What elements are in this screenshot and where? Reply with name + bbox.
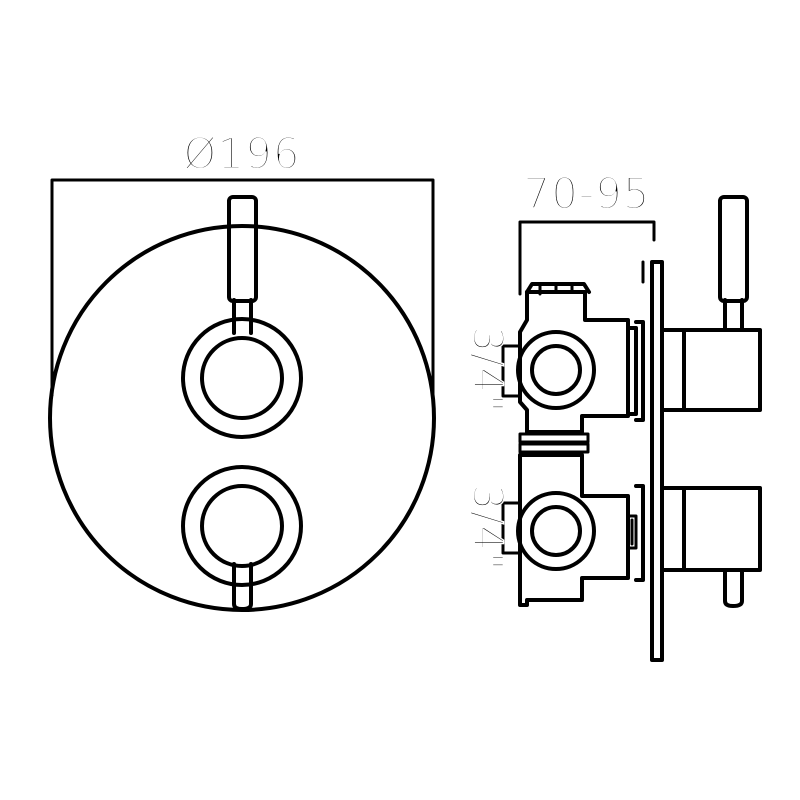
lower-body-joint [518, 442, 590, 454]
upper-inlet-outer [516, 330, 596, 410]
upper-body-outline [518, 290, 630, 434]
upper-body-joint [518, 432, 590, 444]
lower-side-lever-stem [723, 568, 744, 608]
lower-thread-label: 3/4" [464, 485, 510, 572]
upper-cartridge-collar [626, 320, 645, 422]
depth-dimension-label: 70-95 [523, 169, 650, 218]
lower-inlet-inner [530, 505, 582, 557]
upper-lever-handle [227, 195, 258, 303]
upper-valve-body [516, 195, 762, 444]
side-view: 70-95 3/4" [463, 168, 762, 662]
upper-knob-inner [200, 336, 284, 420]
upper-side-knob [660, 328, 762, 412]
lower-body-screw [626, 514, 638, 550]
upper-knob-outer [181, 317, 303, 439]
upper-control [181, 195, 303, 439]
upper-inlet-inner [530, 344, 582, 396]
lower-body-outline [518, 453, 630, 607]
side-plate [650, 260, 664, 662]
upper-body-cap [525, 282, 591, 294]
diameter-dimension-label: Ø196 [183, 129, 300, 178]
lower-thread-bracket [501, 501, 520, 555]
upper-side-lever-stem [723, 298, 744, 332]
upper-thread-bracket [501, 344, 520, 398]
lower-valve-body [516, 442, 762, 608]
front-view: Ø196 [48, 128, 436, 612]
upper-body-cap-lines [538, 282, 574, 296]
lower-control [181, 465, 303, 611]
lower-side-knob [660, 486, 762, 572]
lower-knob-outer [181, 465, 303, 587]
diameter-dimension-line [50, 178, 435, 397]
lower-knob-inner [200, 484, 284, 568]
lower-inlet-outer [516, 491, 596, 571]
upper-thread-label: 3/4" [464, 327, 510, 414]
lower-lever-stem [232, 562, 253, 611]
depth-dimension-line [518, 220, 656, 296]
lower-cartridge-collar [634, 484, 645, 582]
upper-lever-stem [232, 298, 253, 335]
upper-side-lever-handle [718, 195, 749, 303]
